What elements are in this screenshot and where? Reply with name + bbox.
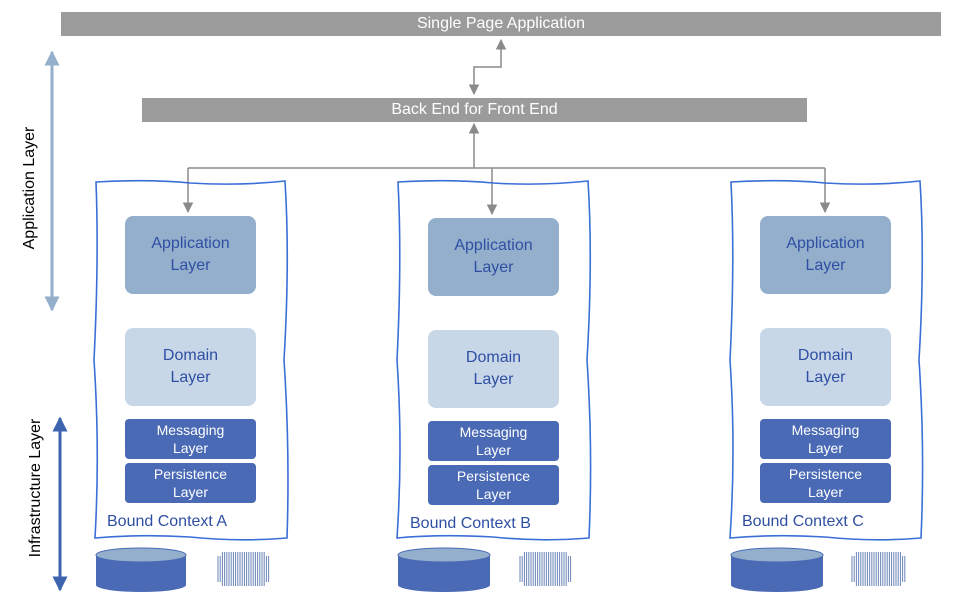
bound-context-c: Application Layer Domain Layer Messaging… [730,182,920,532]
application-layer-label: Application Layer [21,126,38,250]
context-b-border [396,179,592,541]
bff-bar: Back End for Front End [142,98,807,122]
application-layer-box: Application Layer [125,216,256,294]
message-queue-a-icon [217,552,270,586]
context-a-border [93,179,289,541]
database-c-icon [730,547,824,592]
domain-layer-box: Domain Layer [125,328,256,406]
application-layer-box: Application Layer [760,216,891,294]
bound-context-label: Bound Context A [107,513,228,530]
messaging-layer-box: Messaging Layer [760,419,891,459]
bound-context-label: Bound Context B [410,515,531,532]
bound-context-label: Bound Context C [742,513,864,530]
domain-layer-box: Domain Layer [428,330,559,408]
database-a-icon [95,547,187,592]
persistence-layer-box: Persistence Layer [428,465,559,505]
bound-context-b: Application Layer Domain Layer Messaging… [398,184,588,534]
infrastructure-layer-label: Infrastructure Layer [27,418,44,558]
message-queue-c-icon [851,552,906,586]
message-queue-b-icon [519,552,572,586]
bound-context-a: Application Layer Domain Layer Messaging… [95,182,285,532]
domain-layer-box: Domain Layer [760,328,891,406]
persistence-layer-box: Persistence Layer [760,463,891,503]
application-layer-box: Application Layer [428,218,559,296]
spa-bff-connector [468,38,507,96]
messaging-layer-box: Messaging Layer [125,419,256,459]
messaging-layer-box: Messaging Layer [428,421,559,461]
persistence-layer-box: Persistence Layer [125,463,256,503]
database-b-icon [397,547,491,592]
context-c-border [729,179,924,541]
spa-bar: Single Page Application [61,12,941,36]
